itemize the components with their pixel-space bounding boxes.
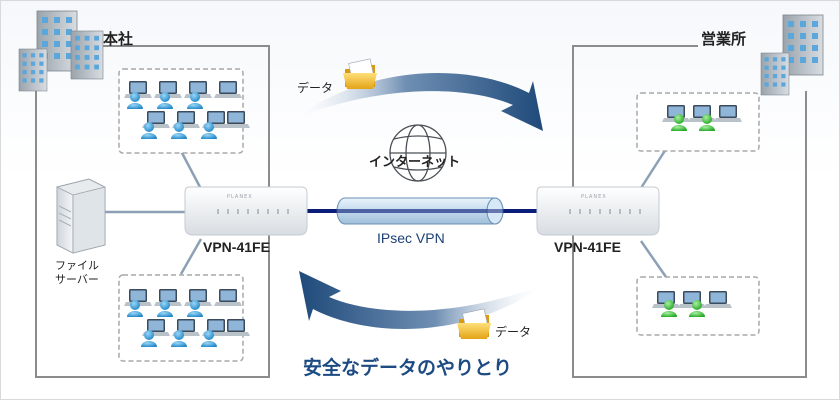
router-left-model: VPN-41FE (203, 239, 270, 255)
data-label-top: データ (297, 81, 334, 95)
folder-icon (342, 58, 378, 90)
head-office-frame (35, 45, 270, 378)
file-server-label-line2: サーバー (55, 273, 99, 286)
internet-label: インターネット (369, 155, 461, 170)
building-icon (760, 14, 824, 96)
head-office-links (105, 150, 203, 275)
data-label-bottom: データ (495, 325, 532, 339)
ipsec-tunnel (301, 197, 541, 225)
router-right-brand: PLANEX (581, 194, 607, 200)
caption: 安全なデータのやりとり (303, 357, 513, 379)
building-icon (18, 10, 104, 92)
branch-office-label: 営業所 (701, 30, 747, 48)
head-office-label: 本社 (103, 30, 134, 48)
tunnel-label: IPsec VPN (377, 230, 445, 246)
router-left-brand: PLANEX (227, 194, 253, 200)
branch-office-frame (572, 45, 807, 378)
arrow-to-head-office (299, 271, 547, 329)
file-server-label-line1: ファイル (55, 259, 99, 272)
server-icon (56, 178, 106, 254)
head-office-pc-group-bottom (118, 274, 244, 362)
branch-office-links (639, 148, 668, 278)
router-right-model: VPN-41FE (554, 239, 621, 255)
globe-icon (389, 124, 447, 182)
